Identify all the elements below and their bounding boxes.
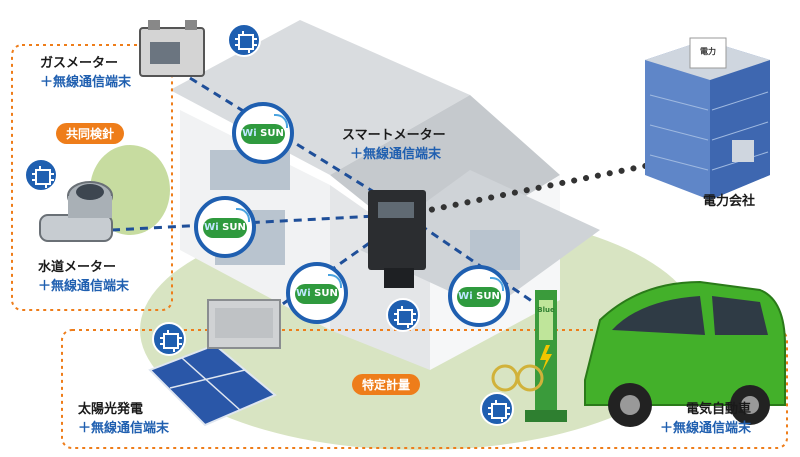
gas-meter-sub: ＋無線通信端末 [40,75,132,90]
electric-car [584,280,786,427]
water-meter-sub: ＋無線通信端末 [38,279,130,294]
power-company-link [417,162,653,215]
ev-sub: ＋無線通信端末 [660,421,752,436]
wi-sun-icon: Wi SUN [286,262,348,324]
specific-metering-group [61,329,788,449]
joint-reading-pill: 共同検針 [56,123,125,144]
gas-meter-title: ガスメーター [40,56,119,71]
circuit-chip-icon [24,158,58,192]
smart-meter-label: スマートメーター ＋無線通信端末 [342,126,446,164]
ev-title: 電気自動車 [686,402,752,417]
circuit-chip-icon [386,298,420,332]
solar-sub: ＋無線通信端末 [78,421,170,436]
smart-meter [368,190,426,288]
wifi-waves-icon [490,277,504,291]
gas-meter-label: ガスメーター ＋無線通信端末 [40,54,131,92]
ev-label: 電気自動車 ＋無線通信端末 [660,400,751,438]
gas-meter [139,20,205,77]
water-meter-label: 水道メーター ＋無線通信端末 [38,258,129,296]
wi-sun-icon: Wi SUN [194,196,256,258]
power-company-title: 電力会社 [703,194,756,209]
smart-meter-sub: ＋無線通信端末 [350,147,442,162]
wifi-waves-icon [328,274,342,288]
wifi-waves-icon [236,208,250,222]
building-sign: 電力 [700,47,716,56]
wi-sun-icon: Wi SUN [232,102,294,164]
solar-label: 太陽光発電 ＋無線通信端末 [78,400,169,438]
specific-metering-pill: 特定計量 [352,374,421,395]
water-meter [39,181,113,242]
circuit-chip-icon [480,392,514,426]
ev-charger [525,290,567,422]
power-company-building [645,37,770,200]
circuit-chip-icon [227,23,261,57]
solar-panels [148,299,281,427]
circuit-chip-icon [152,322,186,356]
wi-sun-icon: Wi SUN [448,265,510,327]
bicycle [491,364,544,392]
wifi-waves-icon [274,114,288,128]
water-meter-title: 水道メーター [38,260,117,275]
smart-meter-title: スマートメーター [342,128,446,143]
charger-sign: Blue [537,306,555,314]
joint-reading-group [11,44,173,311]
power-company-label: 電力会社 [703,192,755,211]
solar-title: 太陽光発電 [78,402,144,417]
